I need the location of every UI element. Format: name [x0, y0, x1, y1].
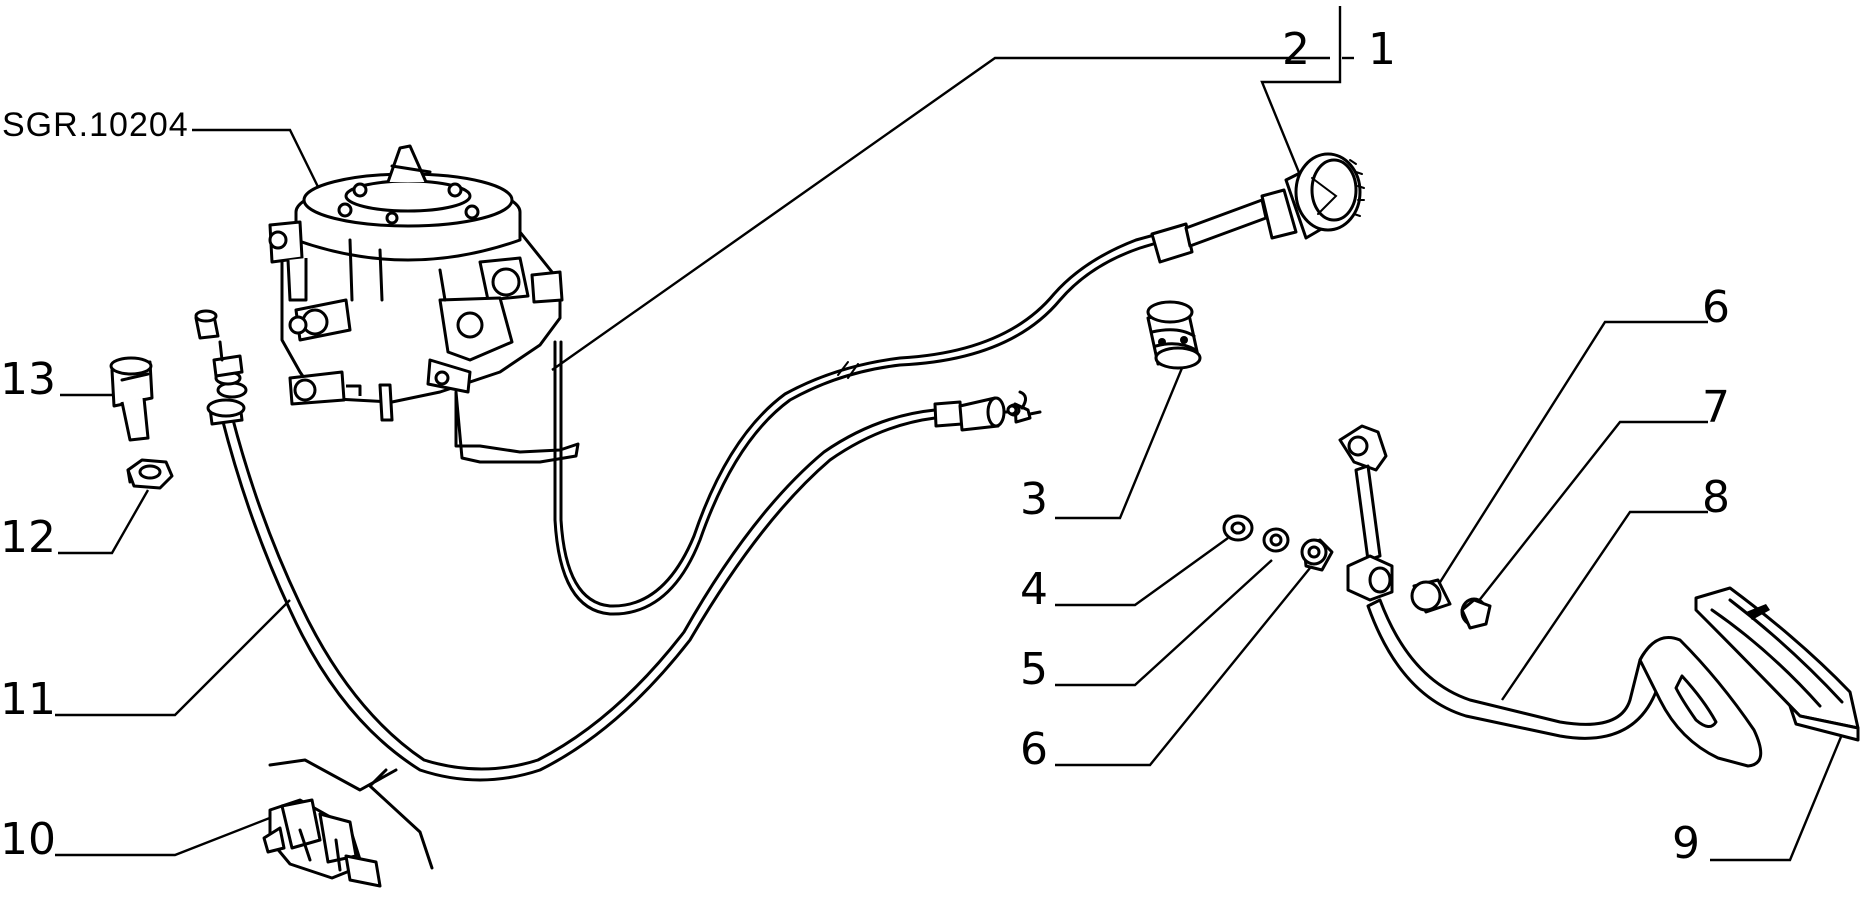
leader-9: [1710, 731, 1845, 862]
callout-6-upper: 6: [1702, 282, 1730, 333]
callout-9: 9: [1672, 818, 1700, 869]
callout-3: 3: [1020, 474, 1048, 525]
callout-10: 10: [0, 814, 56, 865]
callout-12: 12: [0, 512, 56, 563]
callout-6-lower: 6: [1020, 724, 1048, 775]
callout-7: 7: [1702, 382, 1730, 433]
part-3-grommet: [1146, 300, 1202, 370]
leader-12: [58, 489, 150, 555]
leader-sgr: [192, 128, 324, 196]
callout-2: 2: [1282, 24, 1310, 75]
parts-4-5-6-washers: [1222, 514, 1334, 572]
cable-11: [194, 309, 1042, 782]
callout-13: 13: [0, 354, 56, 405]
callout-4: 4: [1020, 564, 1048, 615]
callout-11: 11: [0, 674, 56, 725]
part-12-nut: [126, 458, 174, 490]
parts-6-7-bushes: [1410, 578, 1492, 630]
leader-6b: [1055, 567, 1311, 767]
reference-code-label: SGR.10204: [2, 106, 189, 144]
cable-2: [553, 152, 1365, 616]
leader-8: [1501, 510, 1708, 701]
leader-11: [55, 599, 291, 717]
leader-6a: [1428, 320, 1708, 599]
leader-4: [1055, 537, 1229, 607]
part-9-pedal-pad: [1694, 586, 1860, 742]
part-10-clip: [262, 758, 434, 888]
carburettor: [268, 144, 580, 464]
leader-7: [1469, 420, 1708, 613]
leader-3: [1055, 367, 1184, 520]
part-13-sleeve: [109, 356, 154, 442]
leader-10: [55, 810, 286, 857]
leader-1-2-bracket: [1260, 6, 1342, 176]
leader-2: [551, 56, 1330, 371]
callout-5: 5: [1020, 644, 1048, 695]
callout-1: 1: [1368, 24, 1396, 75]
callout-8: 8: [1702, 472, 1730, 523]
part-8-pedal-lever: [1338, 424, 1763, 768]
leader-lines: [55, 6, 1845, 862]
leader-5: [1055, 559, 1273, 687]
